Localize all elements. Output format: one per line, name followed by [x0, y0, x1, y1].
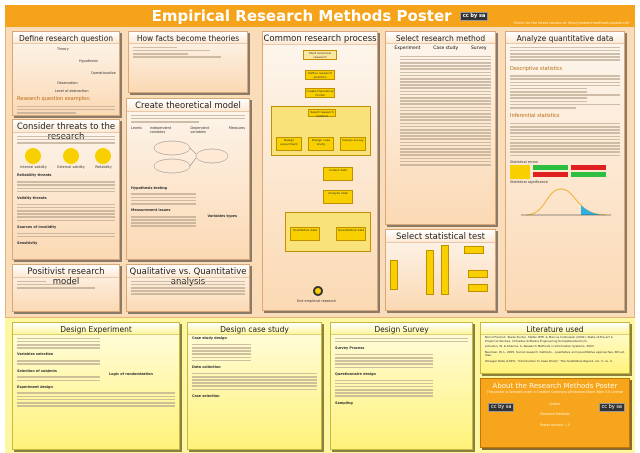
step-box: Analyze data [323, 190, 353, 204]
panel-title: Analyze quantitative data [506, 32, 624, 44]
internal-validity-icon [25, 148, 42, 165]
panel-common-research-process: Common research process Start empirical … [262, 31, 378, 311]
panel-title: Select statistical test [386, 230, 495, 243]
panel-design-case-study: Design case study Case study design Data… [187, 322, 322, 450]
license-badge-right: cc by sa [598, 403, 625, 412]
external-validity-icon [62, 148, 79, 165]
literature-item: Johnston, W. & Sharma, S. Research Metho… [485, 344, 594, 349]
panel-literature-used: Literature used Bernd Freimut, Teade Pun… [480, 322, 630, 374]
panel-design-experiment: Design Experiment Variables selection Se… [12, 322, 180, 450]
column-header: Survey [470, 46, 487, 51]
section-heading: Descriptive statistics [510, 65, 563, 72]
analysis-group: Qualitative data Quantitative data [285, 212, 371, 252]
panel-title: Create theoretical model [127, 99, 249, 112]
panel-title: Qualitative vs. Quantitative analysis [127, 265, 249, 287]
error-table [506, 165, 624, 180]
panel-analyze-quantitative-data: Analyze quantitative data Descriptive st… [505, 31, 625, 311]
test-node [468, 284, 488, 292]
literature-item: Winegar Tellis (1997). "Introduction to … [485, 358, 613, 363]
panel-qualitative-vs-quantitative: Qualitative vs. Quantitative analysis [126, 264, 250, 312]
reliability-icon [95, 148, 112, 165]
panel-title: Positivist research model [13, 265, 119, 287]
license-badge: cc by sa [459, 12, 489, 21]
panel-title: Design Experiment [13, 323, 179, 335]
normal-distribution-curve [521, 188, 611, 216]
test-node [464, 246, 484, 254]
panel-title: Define research question [13, 32, 119, 44]
poster-title: Empirical Research Methods Poster [151, 7, 452, 25]
poster-header: Empirical Research Methods Poster cc by … [5, 5, 635, 27]
method-group: Select research method Design experiment… [271, 106, 371, 156]
license-badge-left: cc by sa [488, 403, 515, 412]
panel-title: Consider threats to the research [13, 120, 119, 142]
column-header: Case study [433, 46, 459, 51]
panel-title: Design case study [188, 323, 321, 335]
variables-diagram [153, 140, 229, 173]
panel-select-research-method: Select research method Experiment Case s… [385, 31, 496, 225]
panel-positivist-research-model: Positivist research model [12, 264, 120, 312]
start-node: Start empirical research [303, 50, 337, 60]
panel-consider-threats: Consider threats to the research Interna… [12, 119, 120, 260]
panel-select-statistical-test: Select statistical test [385, 229, 496, 311]
panel-title: Literature used [481, 323, 629, 335]
about-title: About the Research Methods Poster [492, 382, 618, 390]
section-heading: Inferential statistics [510, 113, 560, 120]
panel-define-research-question: Define research question Theory Hypothes… [12, 31, 120, 116]
test-node [441, 245, 449, 295]
latest-version-link[interactable]: Check for the latest version at http://r… [513, 21, 629, 25]
test-node [426, 250, 434, 295]
panel-title: Select research method [386, 32, 495, 44]
panel-title: Design Survey [331, 323, 472, 335]
panel-about: About the Research Methods Poster This p… [480, 378, 630, 448]
literature-item: Neuman, W. L. 2005. Social research meth… [485, 349, 625, 358]
column-header: Experiment [394, 46, 421, 51]
panel-create-theoretical-model: Create theoretical model Levels Independ… [126, 98, 250, 260]
panel-title: How facts become theories [129, 32, 247, 44]
test-node [468, 270, 488, 278]
abstraction-diagram: Theory Hypothesis Operationalize Observa… [55, 47, 116, 93]
panel-how-facts-become-theories: How facts become theories [128, 31, 248, 93]
end-node-icon [313, 286, 323, 296]
step-box: Collect data [323, 167, 353, 181]
literature-item: Bernd Freimut, Teade Punter, Stefan Biff… [485, 335, 614, 343]
test-node [390, 260, 398, 290]
panel-title: Common research process [263, 32, 377, 45]
panel-design-survey: Design Survey Survey Process Questionnai… [330, 322, 473, 450]
step-box: Define research question [305, 70, 335, 80]
step-box: Create theoretical model [305, 88, 335, 98]
